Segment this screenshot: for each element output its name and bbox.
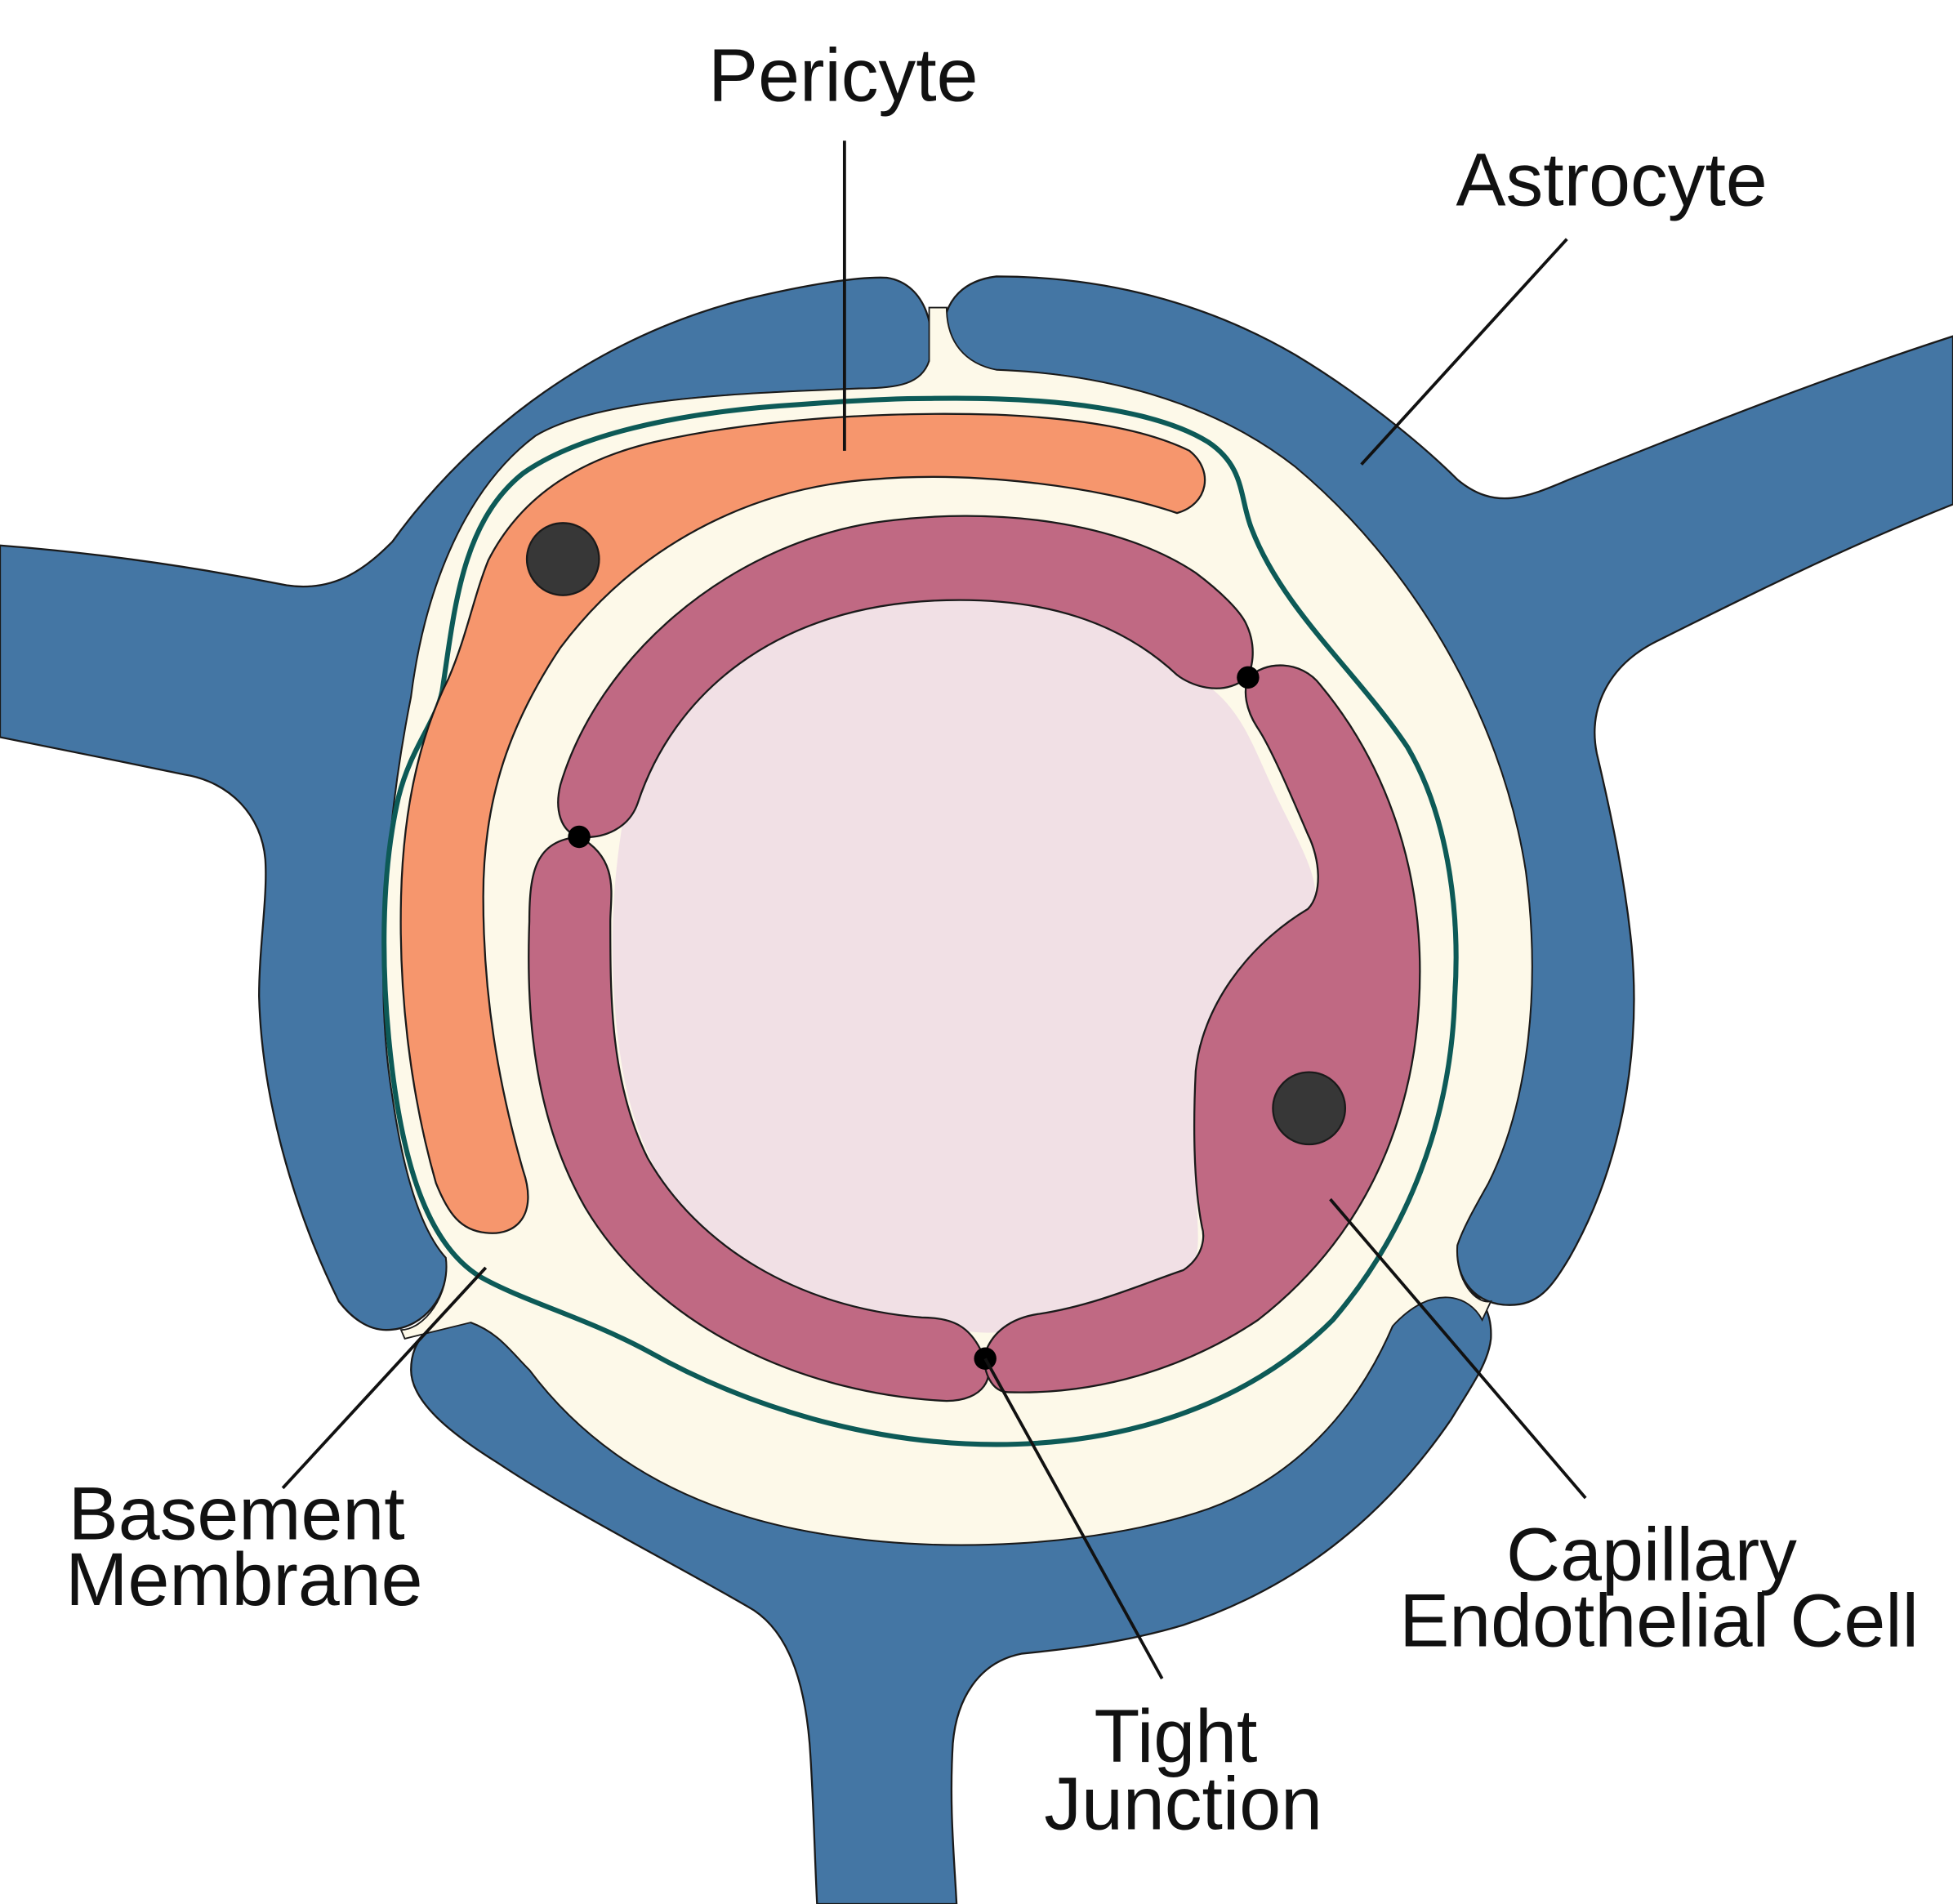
endothelial-cell-right bbox=[983, 664, 1421, 1393]
basement-membrane-label-line1: Basement bbox=[69, 1472, 405, 1555]
basement-membrane-label-line2: Membrane bbox=[65, 1538, 422, 1621]
tight-junction-label-line1: Tight bbox=[1094, 1695, 1257, 1778]
tight-junction-label-line2: Junction bbox=[1044, 1763, 1322, 1846]
astrocyte-leader bbox=[1360, 238, 1568, 466]
basement-membrane bbox=[381, 395, 1459, 1447]
tight-junction-dot bbox=[1237, 666, 1260, 689]
endothelial-label-line1: Capillary bbox=[1506, 1514, 1797, 1597]
pericyte bbox=[399, 412, 1206, 1234]
tight-junction-leader bbox=[983, 1358, 1164, 1679]
pericyte-nucleus bbox=[525, 522, 600, 596]
tight-junction-dot bbox=[568, 825, 591, 849]
endothelial-nucleus bbox=[1272, 1071, 1347, 1146]
endothelial-cell-top bbox=[557, 515, 1254, 839]
basement-membrane-leader bbox=[281, 1266, 488, 1490]
endothelial-label-line2: Endothelial Cell bbox=[1399, 1579, 1919, 1662]
leader-lines bbox=[281, 140, 1587, 1679]
labels: Pericyte Astrocyte Basement Membrane Cap… bbox=[65, 33, 1919, 1845]
capillary-endothelial-cell bbox=[528, 515, 1421, 1402]
astrocyte-label: Astrocyte bbox=[1456, 139, 1768, 222]
endothelial-leader bbox=[1329, 1197, 1587, 1500]
pericyte-label: Pericyte bbox=[708, 33, 978, 117]
capillary-lumen bbox=[612, 600, 1316, 1333]
pericyte-body bbox=[399, 412, 1206, 1234]
